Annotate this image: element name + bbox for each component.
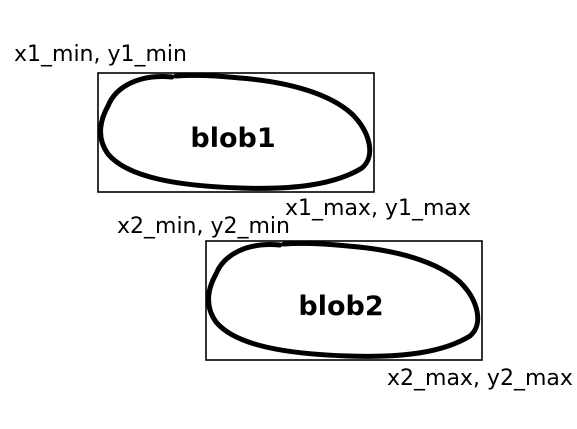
blob-2-outline: [206, 240, 481, 359]
blob-1-max-corner-label: x1_max, y1_max: [285, 196, 471, 221]
blob-2-label: blob2: [298, 291, 383, 322]
blob-1-min-corner-label: x1_min, y1_min: [14, 42, 187, 67]
blob-2-min-corner-label: x2_min, y2_min: [117, 214, 290, 239]
blob-2-group: blob2 x2_min, y2_min x2_max, y2_max: [117, 214, 573, 391]
blob-1-outline: [98, 72, 373, 191]
blob-1-group: blob1 x1_min, y1_min x1_max, y1_max: [14, 42, 471, 221]
blob-1-label: blob1: [190, 123, 275, 154]
blob-2-max-corner-label: x2_max, y2_max: [387, 366, 573, 391]
